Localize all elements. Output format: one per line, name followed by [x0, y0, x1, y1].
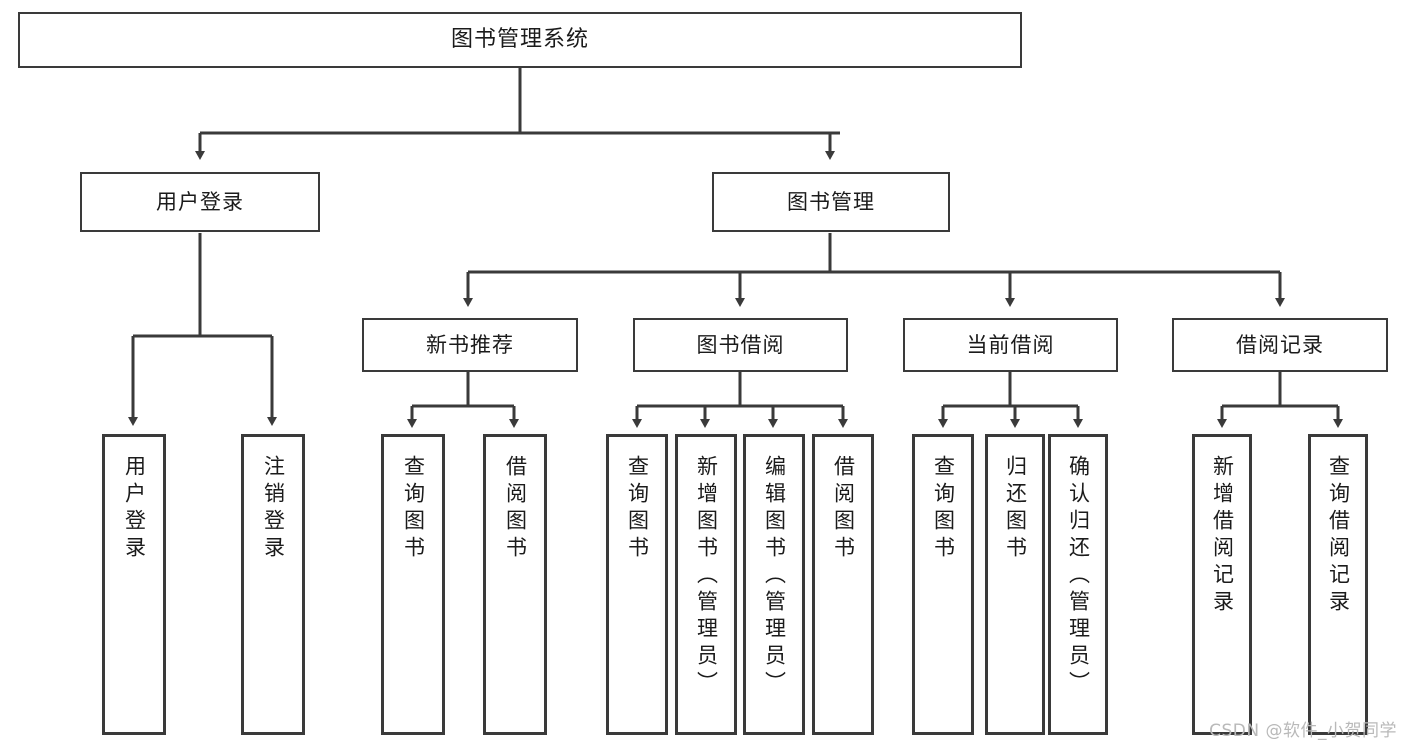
- leaf-add-book[interactable]: 新增图书（管理员）: [675, 434, 737, 735]
- node-book-manage-label: 图书管理: [787, 189, 875, 214]
- leaf-query-book-2-label: 查询图书: [625, 455, 650, 563]
- leaf-borrow-book-2-label: 借阅图书: [831, 455, 856, 563]
- leaf-query-book-1[interactable]: 查询图书: [381, 434, 445, 735]
- node-borrow-record[interactable]: 借阅记录: [1172, 318, 1388, 372]
- leaf-query-record-label: 查询借阅记录: [1326, 455, 1351, 617]
- node-current-borrow[interactable]: 当前借阅: [903, 318, 1118, 372]
- leaf-borrow-book-2[interactable]: 借阅图书: [812, 434, 874, 735]
- csdn-watermark: CSDN @软件_小贺同学: [1209, 721, 1397, 741]
- leaf-edit-book[interactable]: 编辑图书（管理员）: [743, 434, 805, 735]
- node-new-book-recommend-label: 新书推荐: [426, 332, 514, 357]
- leaf-add-book-label: 新增图书（管理员）: [694, 455, 719, 698]
- node-book-borrow-label: 图书借阅: [696, 332, 785, 357]
- node-root-label: 图书管理系统: [450, 27, 589, 53]
- leaf-query-book-1-label: 查询图书: [401, 455, 426, 563]
- leaf-add-record[interactable]: 新增借阅记录: [1192, 434, 1252, 735]
- node-new-book-recommend[interactable]: 新书推荐: [362, 318, 578, 372]
- leaf-user-logout-label: 注销登录: [261, 455, 286, 563]
- leaf-query-book-2[interactable]: 查询图书: [606, 434, 668, 735]
- leaf-query-book-3[interactable]: 查询图书: [912, 434, 974, 735]
- node-book-manage[interactable]: 图书管理: [712, 172, 950, 232]
- leaf-borrow-book-1[interactable]: 借阅图书: [483, 434, 547, 735]
- leaf-return-book-label: 归还图书: [1003, 455, 1028, 563]
- leaf-edit-book-label: 编辑图书（管理员）: [762, 455, 787, 698]
- leaf-user-login[interactable]: 用户登录: [102, 434, 166, 735]
- node-user-login-label: 用户登录: [156, 189, 244, 214]
- leaf-confirm-return-label: 确认归还（管理员）: [1066, 455, 1091, 698]
- leaf-query-record[interactable]: 查询借阅记录: [1308, 434, 1368, 735]
- leaf-user-logout[interactable]: 注销登录: [241, 434, 305, 735]
- leaf-user-login-label: 用户登录: [122, 455, 147, 563]
- node-current-borrow-label: 当前借阅: [966, 332, 1055, 357]
- leaf-return-book[interactable]: 归还图书: [985, 434, 1045, 735]
- node-borrow-record-label: 借阅记录: [1236, 332, 1324, 357]
- node-root[interactable]: 图书管理系统: [18, 12, 1022, 68]
- node-user-login[interactable]: 用户登录: [80, 172, 320, 232]
- leaf-query-book-3-label: 查询图书: [931, 455, 956, 563]
- leaf-confirm-return[interactable]: 确认归还（管理员）: [1048, 434, 1108, 735]
- leaf-add-record-label: 新增借阅记录: [1210, 455, 1235, 617]
- leaf-borrow-book-1-label: 借阅图书: [503, 455, 528, 563]
- node-book-borrow[interactable]: 图书借阅: [633, 318, 848, 372]
